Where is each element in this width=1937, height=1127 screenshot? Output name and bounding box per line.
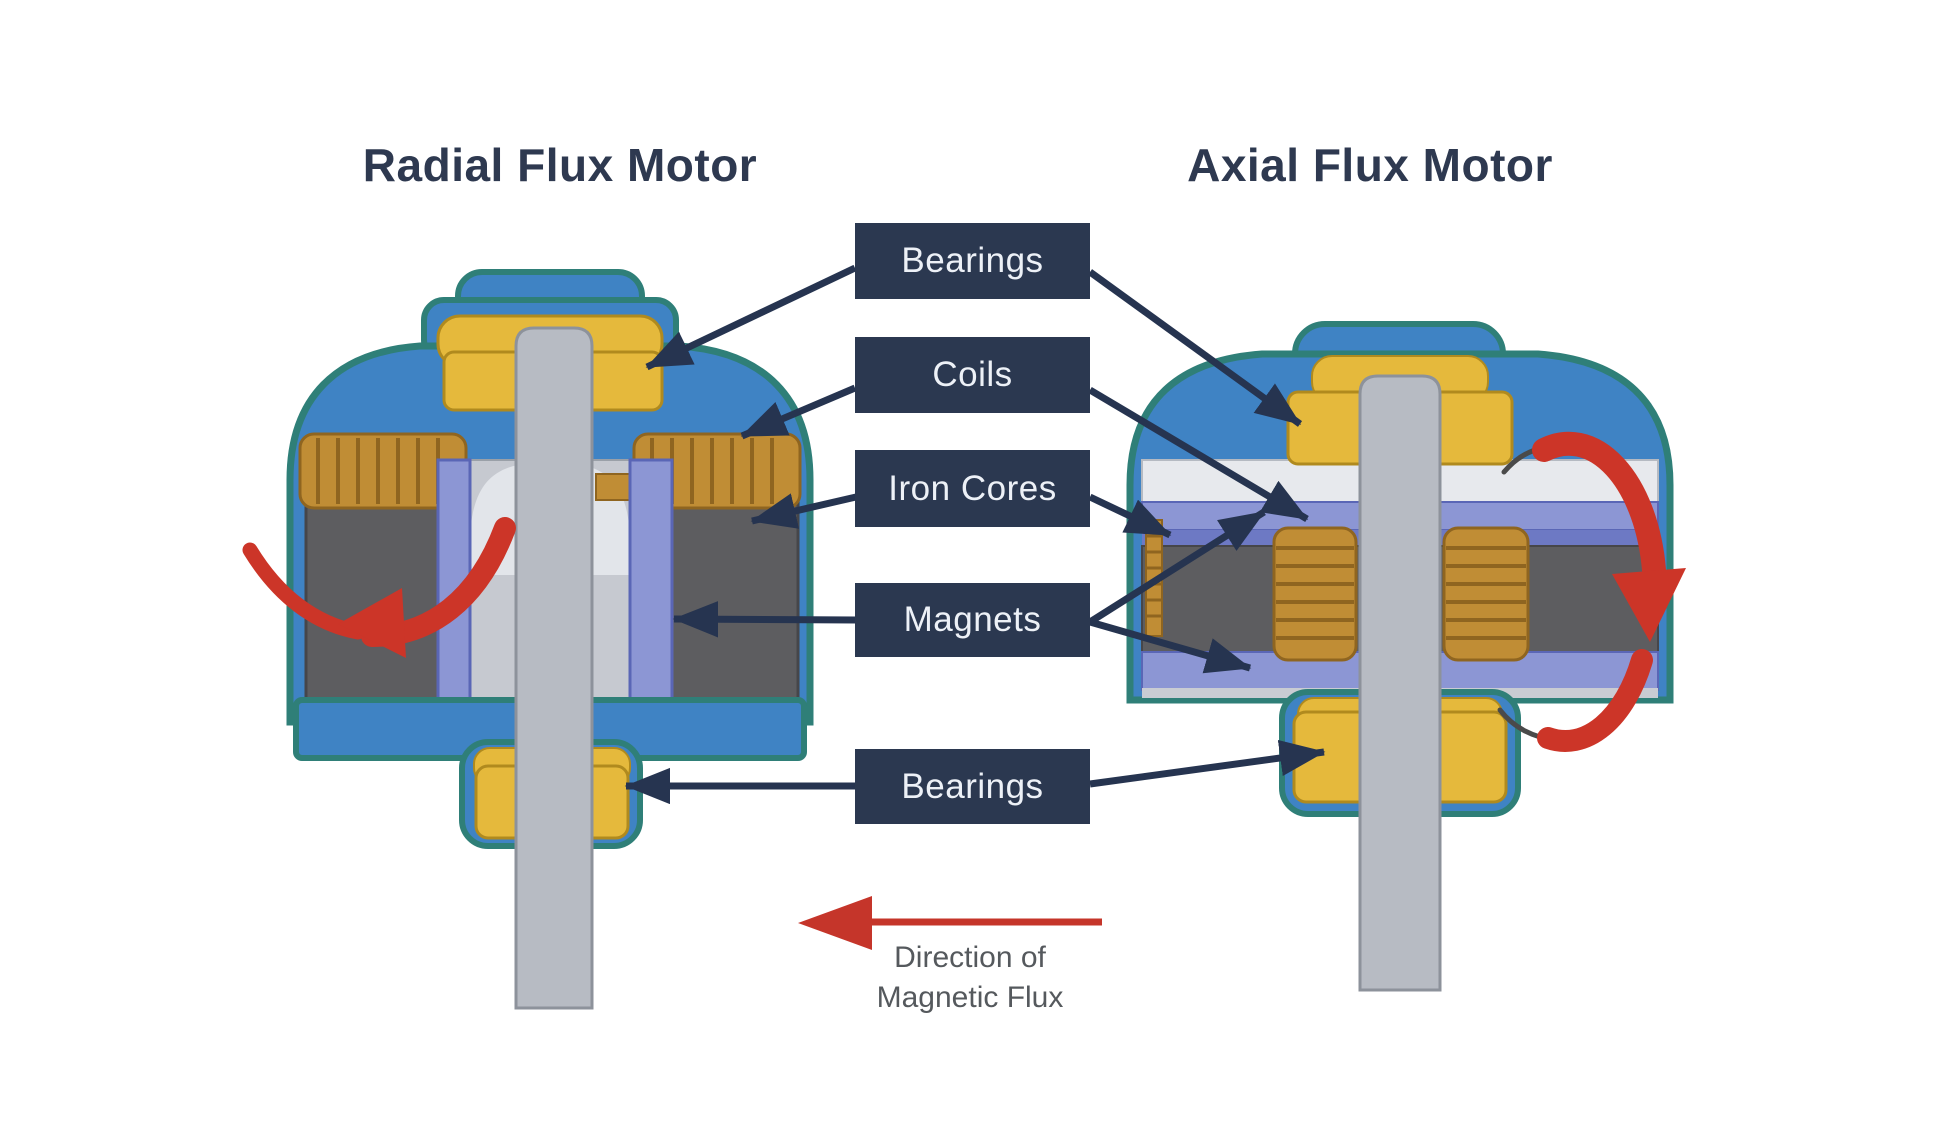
axial-shaft — [1358, 374, 1442, 992]
radial-flux-motor-illustration — [242, 269, 814, 1010]
connector-coils-right — [1088, 386, 1309, 523]
radial-flux-arrow — [242, 517, 516, 658]
connector-bearings-top-right — [1087, 269, 1303, 427]
label-connectors — [624, 264, 1326, 805]
axial-flux-arrow — [1497, 431, 1686, 752]
axial-motor-title: Axial Flux Motor — [1187, 139, 1553, 191]
connector-iron-cores-right — [1088, 493, 1172, 539]
connector-bearings-bottom-right — [1089, 739, 1326, 788]
flux-legend-line2: Magnetic Flux — [876, 981, 1064, 1014]
label-coils: Coils — [855, 337, 1090, 413]
radial-motor-title: Radial Flux Motor — [362, 139, 758, 191]
flux-legend-line1: Direction of — [894, 941, 1046, 974]
flux-legend-arrowhead — [798, 896, 872, 950]
connector-magnets-left — [672, 601, 857, 638]
radial-magnet-right — [628, 458, 674, 706]
radial-rotor-chip — [595, 473, 631, 501]
label-bearings-bottom: Bearings — [855, 749, 1090, 824]
axial-coils — [1145, 519, 1530, 662]
connector-magnets-right-upper — [1088, 509, 1266, 625]
connector-bearings-top-left — [645, 264, 857, 371]
connector-coils-left — [740, 384, 857, 440]
label-magnets: Magnets — [855, 583, 1090, 657]
label-bearings-top: Bearings — [855, 223, 1090, 299]
radial-shaft — [514, 326, 594, 1010]
flux-legend-text: Direction of Magnetic Flux — [770, 938, 1170, 1018]
label-iron-cores: Iron Cores — [855, 450, 1090, 527]
connector-magnets-right-lower — [1089, 618, 1252, 674]
connector-iron-cores-left — [750, 493, 857, 529]
flux-legend-arrow — [798, 896, 1102, 950]
